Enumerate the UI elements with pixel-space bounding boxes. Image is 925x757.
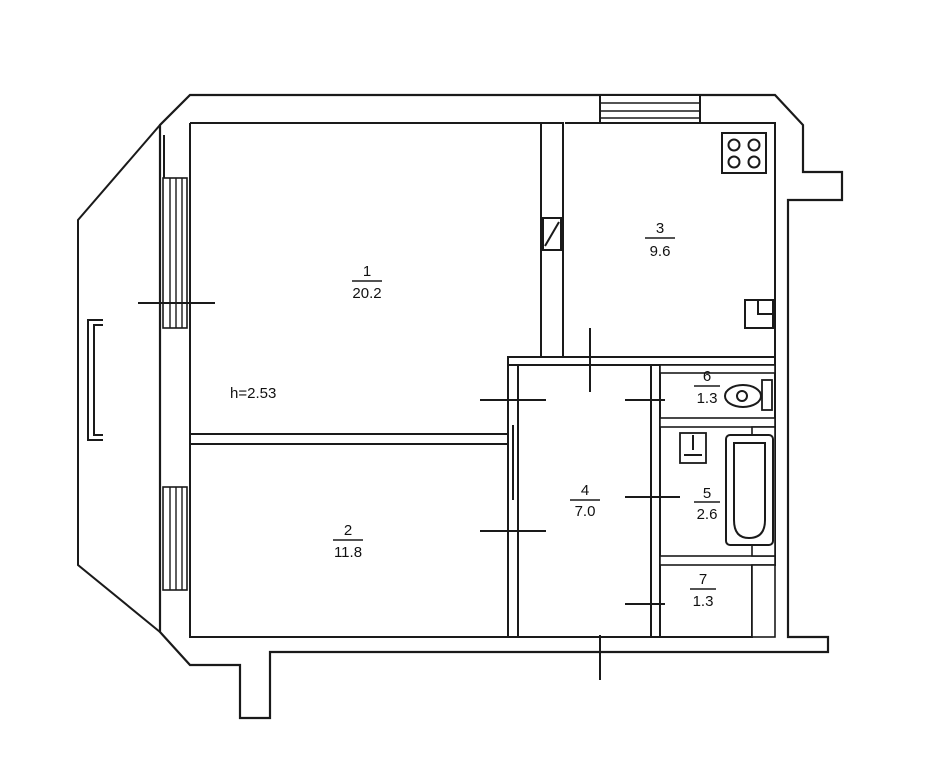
washbasin-icon [679, 432, 707, 464]
door-swing-icon [480, 328, 680, 680]
room-area: 11.8 [334, 544, 362, 561]
room-number: 4 [581, 482, 589, 499]
room-number: 1 [363, 263, 371, 280]
room-area: 1.3 [697, 390, 718, 407]
room-label-1: 1 20.2 [352, 263, 382, 302]
room-label-2: 2 11.8 [333, 522, 363, 561]
room-label-3: 3 9.6 [645, 220, 675, 260]
room-area: 1.3 [693, 593, 714, 610]
stove-icon [721, 132, 767, 174]
room-number: 3 [656, 220, 664, 237]
toilet-icon [724, 379, 773, 411]
room-area: 7.0 [575, 503, 596, 520]
bathtub-icon [725, 434, 774, 546]
sink-icon [744, 299, 774, 329]
room-label-7: 7 1.3 [690, 571, 716, 610]
room-number: 7 [699, 571, 707, 588]
room-number: 2 [344, 522, 352, 539]
room-area: 9.6 [650, 243, 671, 260]
room-area: 20.2 [352, 285, 381, 302]
boiler-icon [542, 217, 562, 251]
room-number: 5 [703, 485, 711, 502]
window-icon [599, 94, 701, 124]
bay-window [77, 124, 215, 633]
room-area: 2.6 [697, 506, 718, 523]
room-label-4: 4 7.0 [570, 482, 600, 520]
room-label-5: 5 2.6 [694, 485, 720, 523]
room-label-6: 6 1.3 [694, 368, 720, 407]
ceiling-height-label: h=2.53 [230, 385, 276, 402]
room-number: 6 [703, 368, 711, 385]
